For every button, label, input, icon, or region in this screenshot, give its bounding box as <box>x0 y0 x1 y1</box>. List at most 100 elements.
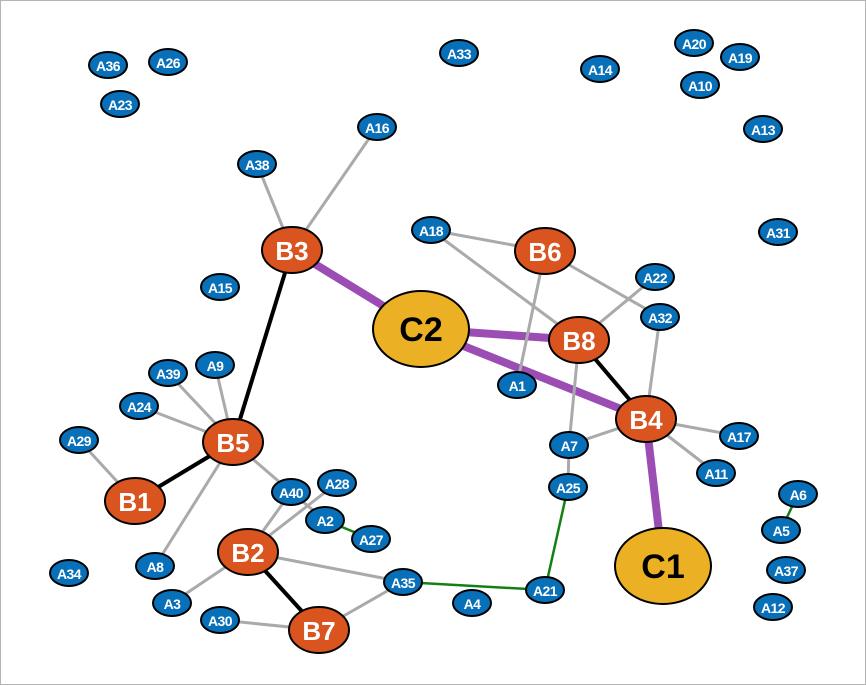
node-a34[interactable]: A34 <box>49 559 89 587</box>
node-label: A8 <box>147 559 165 575</box>
node-a21[interactable]: A21 <box>525 576 565 604</box>
node-b4[interactable]: B4 <box>615 395 677 443</box>
node-a40[interactable]: A40 <box>271 478 311 506</box>
node-label: A10 <box>688 78 713 94</box>
node-shape <box>148 359 188 387</box>
node-a22[interactable]: A22 <box>635 263 675 291</box>
node-label: A13 <box>751 122 776 138</box>
node-label: A29 <box>67 433 92 449</box>
node-a29[interactable]: A29 <box>59 426 99 454</box>
node-a8[interactable]: A8 <box>135 552 175 580</box>
node-shape <box>680 71 720 99</box>
node-label: A28 <box>325 476 350 492</box>
node-a15[interactable]: A15 <box>200 273 240 301</box>
node-label: A27 <box>359 532 384 548</box>
node-a32[interactable]: A32 <box>640 303 680 331</box>
node-a20[interactable]: A20 <box>674 29 714 57</box>
node-b2[interactable]: B2 <box>217 528 279 576</box>
node-a26[interactable]: A26 <box>148 48 188 76</box>
node-shape <box>351 525 391 553</box>
node-label: B2 <box>231 538 264 568</box>
node-a24[interactable]: A24 <box>119 392 159 420</box>
node-a23[interactable]: A23 <box>100 90 140 118</box>
node-shape <box>119 392 159 420</box>
node-a25[interactable]: A25 <box>548 473 588 501</box>
node-label: B4 <box>629 405 663 435</box>
node-shape <box>743 115 783 143</box>
node-a1[interactable]: A1 <box>497 371 537 399</box>
node-shape <box>383 568 423 596</box>
node-shape <box>696 459 736 487</box>
node-a9[interactable]: A9 <box>195 351 235 379</box>
node-a31[interactable]: A31 <box>758 218 798 246</box>
node-a4[interactable]: A4 <box>452 589 492 617</box>
node-c2[interactable]: C2 <box>372 290 470 368</box>
node-label: A14 <box>588 62 613 78</box>
node-b1[interactable]: B1 <box>104 477 166 525</box>
node-shape <box>195 351 235 379</box>
node-a14[interactable]: A14 <box>580 55 620 83</box>
node-a33[interactable]: A33 <box>439 39 479 67</box>
node-shape <box>674 29 714 57</box>
node-shape <box>237 150 277 178</box>
node-label: B3 <box>275 236 308 266</box>
node-b6[interactable]: B6 <box>514 227 576 275</box>
node-shape <box>514 227 576 275</box>
node-shape <box>580 55 620 83</box>
node-a5[interactable]: A5 <box>761 516 801 544</box>
node-a17[interactable]: A17 <box>719 422 759 450</box>
node-shape <box>104 477 166 525</box>
node-a16[interactable]: A16 <box>357 113 397 141</box>
node-shape <box>148 48 188 76</box>
node-a6[interactable]: A6 <box>778 480 818 508</box>
node-a3[interactable]: A3 <box>152 589 192 617</box>
node-a39[interactable]: A39 <box>148 359 188 387</box>
node-a2[interactable]: A2 <box>305 506 345 534</box>
edge-a25-a21 <box>543 486 570 591</box>
node-a7[interactable]: A7 <box>549 431 589 459</box>
node-a10[interactable]: A10 <box>680 71 720 99</box>
node-label: A7 <box>561 438 579 454</box>
node-a13[interactable]: A13 <box>743 115 783 143</box>
node-c1[interactable]: C1 <box>614 527 712 605</box>
node-a11[interactable]: A11 <box>696 459 736 487</box>
node-b8[interactable]: B8 <box>548 316 610 364</box>
node-shape <box>88 51 128 79</box>
node-b5[interactable]: B5 <box>202 418 264 466</box>
node-label: A34 <box>57 566 82 582</box>
node-b3[interactable]: B3 <box>261 226 323 274</box>
node-label: B1 <box>118 487 151 517</box>
node-b7[interactable]: B7 <box>288 606 350 654</box>
node-shape <box>100 90 140 118</box>
node-a19[interactable]: A19 <box>720 43 760 71</box>
node-shape <box>200 606 240 634</box>
node-shape <box>758 218 798 246</box>
node-a27[interactable]: A27 <box>351 525 391 553</box>
node-a12[interactable]: A12 <box>753 593 793 621</box>
node-label: B7 <box>302 616 335 646</box>
node-shape <box>357 113 397 141</box>
node-label: A12 <box>761 600 786 616</box>
node-label: A26 <box>156 55 181 71</box>
node-shape <box>549 431 589 459</box>
node-shape <box>753 593 793 621</box>
node-a38[interactable]: A38 <box>237 150 277 178</box>
node-a37[interactable]: A37 <box>766 556 806 584</box>
node-a18[interactable]: A18 <box>411 216 451 244</box>
node-label: A22 <box>643 270 668 286</box>
node-shape <box>640 303 680 331</box>
node-a28[interactable]: A28 <box>317 469 357 497</box>
node-label: A35 <box>391 575 416 591</box>
node-a30[interactable]: A30 <box>200 606 240 634</box>
node-label: A32 <box>648 310 673 326</box>
node-label: B8 <box>562 326 595 356</box>
node-a35[interactable]: A35 <box>383 568 423 596</box>
node-label: A23 <box>108 97 133 113</box>
node-shape <box>720 43 760 71</box>
node-shape <box>288 606 350 654</box>
node-a36[interactable]: A36 <box>88 51 128 79</box>
node-shape <box>439 39 479 67</box>
node-label: A2 <box>317 513 335 529</box>
node-label: A30 <box>208 613 233 629</box>
